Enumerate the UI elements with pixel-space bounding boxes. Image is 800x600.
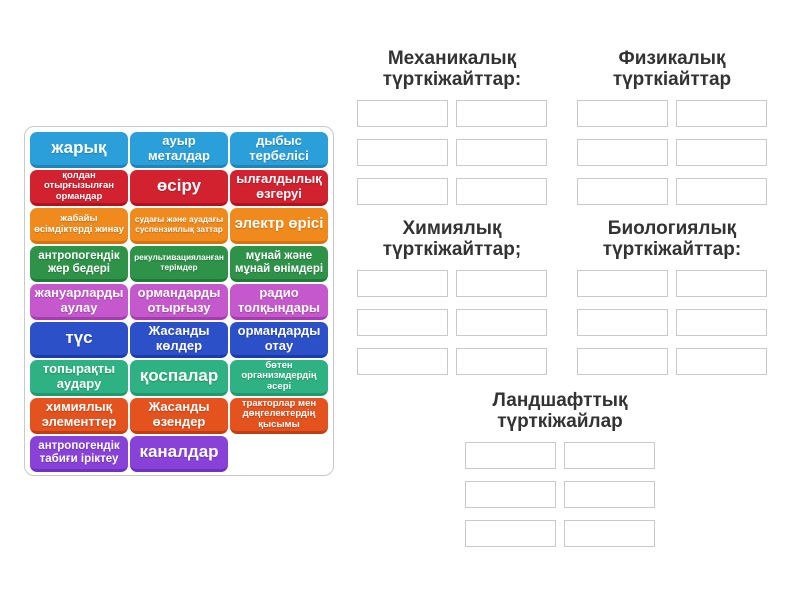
drop-slot[interactable] [564,520,655,547]
word-tile[interactable]: антропогендік жер бедері [30,246,128,282]
slot-grid [460,442,660,547]
drop-slot[interactable] [577,270,668,297]
word-tile[interactable]: тракторлар мен дөңгелектердің қысымы [230,398,328,434]
category-group-biological: Биологиялық түрткіжайттар: [572,218,772,375]
category-group-chemical: Химиялық түрткіжайттар; [352,218,552,375]
category-group-mechanical: Механикалық түрткіжайттар: [352,48,552,205]
drop-slot[interactable] [564,481,655,508]
word-tile[interactable]: антропогендік табиғи іріктеу [30,436,128,472]
drop-slot[interactable] [465,520,556,547]
category-title: Ландшафттық түрткіжайлар [492,390,628,433]
word-tile[interactable]: топырақты аудару [30,360,128,396]
word-tile[interactable]: мұнай және мұнай өнімдері [230,246,328,282]
drop-slot[interactable] [357,178,448,205]
drop-slot[interactable] [676,270,767,297]
word-tile[interactable]: жануарларды аулау [30,284,128,320]
category-title: Механикалық түрткіжайттар: [382,48,522,91]
drop-slot[interactable] [577,100,668,127]
word-tile[interactable]: ылғалдылық өзгеруі [230,170,328,206]
drop-slot[interactable] [676,178,767,205]
category-group-landscape: Ландшафттық түрткіжайлар [460,390,660,547]
drop-slot[interactable] [577,309,668,336]
drop-slot[interactable] [465,442,556,469]
drop-slot[interactable] [676,309,767,336]
word-tile[interactable]: жабайы өсімдіктерді жинау [30,208,128,244]
drop-slot[interactable] [465,481,556,508]
drop-slot[interactable] [577,139,668,166]
word-tile[interactable]: радио толқындары [230,284,328,320]
word-tile[interactable]: каналдар [130,436,228,472]
word-bank: жарық ауыр металдар дыбыс тербелісі қолд… [24,126,334,476]
drop-slot[interactable] [357,270,448,297]
word-tile[interactable]: судағы және ауадағы суспензиялық заттар [130,208,228,244]
drop-slot[interactable] [456,348,547,375]
word-tile[interactable]: химиялық элементтер [30,398,128,434]
word-tile[interactable]: рекультивацияланған терімдер [130,246,228,282]
drop-slot[interactable] [456,309,547,336]
word-tile[interactable]: қолдан отырғызылған ормандар [30,170,128,206]
slot-grid [352,270,552,375]
drop-slot[interactable] [357,348,448,375]
drop-slot[interactable] [456,100,547,127]
word-tile[interactable]: жарық [30,132,128,168]
word-tile[interactable]: бөтен организмдердің әсері [230,360,328,396]
drop-slot[interactable] [564,442,655,469]
drop-slot[interactable] [357,309,448,336]
word-tile[interactable]: қоспалар [130,360,228,396]
word-tile[interactable]: Жасанды көлдер [130,322,228,358]
word-tile[interactable]: ормандарды отау [230,322,328,358]
word-tile[interactable]: ормандарды отырғызу [130,284,228,320]
drop-slot[interactable] [456,270,547,297]
category-title: Химиялық түрткіжайттар; [382,218,522,261]
slot-grid [572,270,772,375]
word-tile[interactable]: Жасанды өзендер [130,398,228,434]
drop-slot[interactable] [676,348,767,375]
word-tile[interactable]: түс [30,322,128,358]
slot-grid [352,100,552,205]
drop-slot[interactable] [456,139,547,166]
drop-slot[interactable] [357,139,448,166]
word-tile[interactable]: электр өрісі [230,208,328,244]
category-group-physical: Физикалық түрткіайттар [572,48,772,205]
drop-slot[interactable] [577,348,668,375]
word-tile[interactable]: ауыр металдар [130,132,228,168]
drop-slot[interactable] [676,100,767,127]
drop-slot[interactable] [456,178,547,205]
drop-slot[interactable] [357,100,448,127]
category-title: Биологиялық түрткіжайттар: [602,218,742,261]
drop-slot[interactable] [577,178,668,205]
word-tile[interactable]: дыбыс тербелісі [230,132,328,168]
word-tile[interactable]: өсіру [130,170,228,206]
category-title: Физикалық түрткіайттар [612,48,732,91]
drop-slot[interactable] [676,139,767,166]
slot-grid [572,100,772,205]
